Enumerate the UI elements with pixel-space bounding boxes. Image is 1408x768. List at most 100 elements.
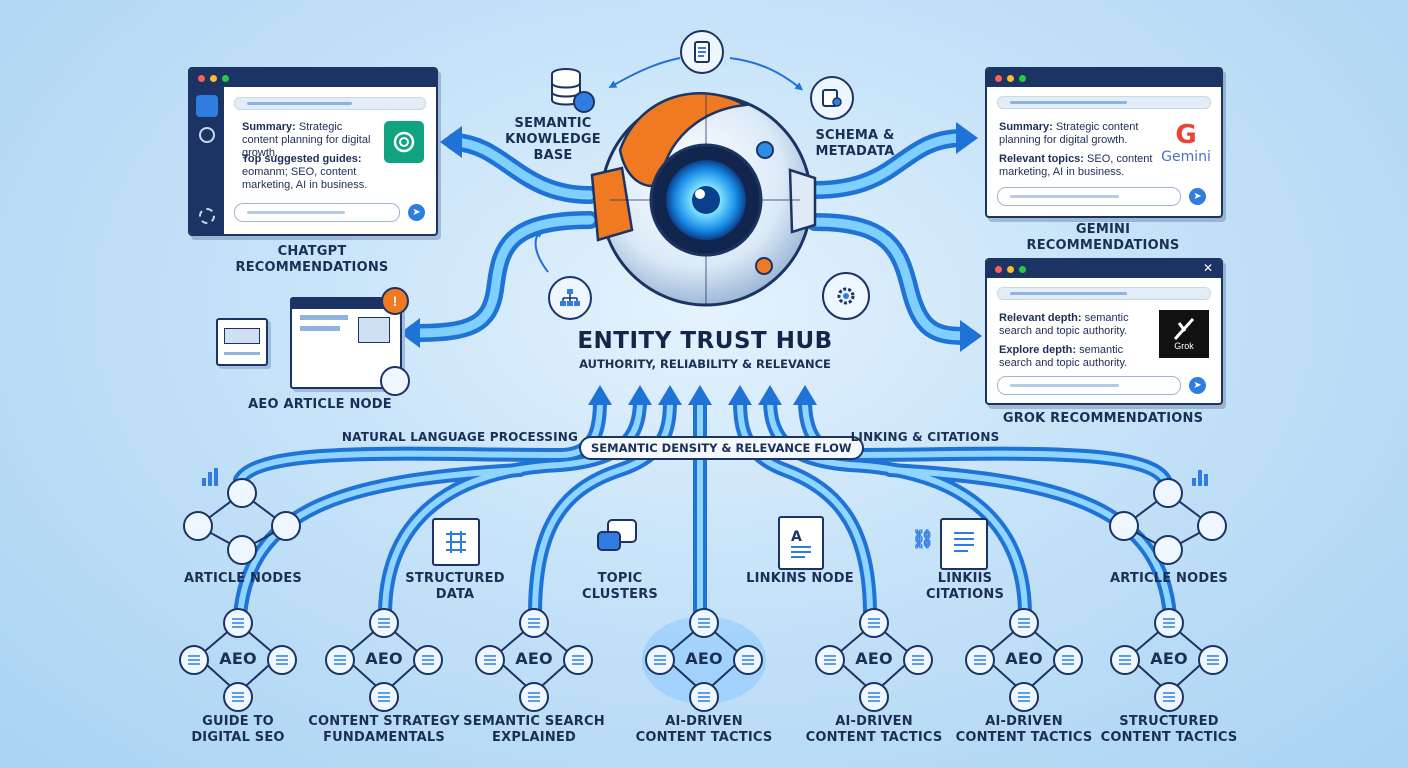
grok-input-row: ➤ [997, 376, 1206, 395]
aeo-article-node-label: AEO ARTICLE NODE [248, 397, 392, 412]
gemini-input-row: ➤ [997, 187, 1206, 206]
grok-logo-icon: Grok [1159, 310, 1209, 358]
guides-text: eomanm; SEO, content marketing, AI in bu… [242, 166, 368, 191]
guides-title: Top suggested guides: [242, 153, 362, 165]
aeo-cluster-center: AEO [855, 649, 893, 668]
nlp-label: NATURAL LANGUAGE PROCESSING [341, 430, 579, 444]
chatgpt-input[interactable] [234, 203, 400, 222]
structured-data-icon [432, 518, 480, 566]
aeo-cluster-graph [475, 608, 593, 712]
aeo-cluster-center: AEO [219, 649, 257, 668]
topics-title: Relevant topics: [999, 153, 1084, 165]
linking-citations-label: LINKING & CITATIONS [850, 430, 1000, 444]
schema-metadata-label: SCHEMA & METADATA [815, 128, 895, 159]
sitemap-icon [548, 276, 592, 320]
gemini-label: Gemini RECOMMENDATIONS [1026, 222, 1180, 253]
article-nodes-left [183, 478, 301, 565]
document-icon [680, 30, 724, 74]
summary-title: Summary: [999, 121, 1053, 133]
article-nodes-right-label: ARTICLE NODES [1110, 571, 1228, 586]
aeo-cluster-graph [325, 608, 443, 712]
aeo-cluster-label: AI-DRIVEN CONTENT TACTICS [955, 714, 1093, 745]
entity-trust-hub-orb [590, 92, 817, 307]
depth1-title: Relevant depth: [999, 312, 1082, 324]
send-icon[interactable]: ➤ [408, 204, 425, 221]
close-icon[interactable]: ✕ [1202, 261, 1213, 275]
gemini-recommendations-window: Summary: Strategic content planning for … [985, 67, 1223, 218]
gemini-input[interactable] [997, 187, 1181, 206]
send-icon[interactable]: ➤ [1189, 377, 1206, 394]
aeo-cluster-center: AEO [365, 649, 403, 668]
gemini-topics: Relevant topics: SEO, content marketing,… [999, 153, 1159, 179]
chatgpt-guides: Top suggested guides: eomanm; SEO, conte… [242, 153, 382, 192]
gemini-logo-icon: G Gemini [1159, 117, 1213, 169]
aeo-cluster-center: AEO [1150, 649, 1188, 668]
window-titlebar [987, 69, 1221, 87]
depth2-title: Explore depth: [999, 344, 1077, 356]
settings-icon[interactable] [199, 208, 215, 224]
window-titlebar [190, 69, 436, 87]
depth2-text: semantic search and topic authority. [999, 344, 1128, 369]
gemini-summary: Summary: Strategic content planning for … [999, 121, 1149, 147]
google-g-logo: G [1175, 120, 1197, 150]
search-icon[interactable] [199, 127, 215, 143]
grok-recommendations-window: ✕ Relevant depth: semantic search and to… [985, 258, 1223, 405]
linkiis-citations-label: LINKIIS CITATIONS [925, 571, 1005, 602]
aeo-cluster-graph [815, 608, 933, 712]
aeo-cluster-center: AEO [685, 649, 723, 668]
summary-text: Strategic content planning for digital g… [242, 121, 371, 159]
link-icon: ⛓ [911, 528, 935, 549]
svg-text:A: A [791, 529, 802, 545]
aeo-cluster-graph [642, 608, 766, 712]
grok-depth-1: Relevant depth: semantic search and topi… [999, 312, 1155, 338]
summary-text: Strategic content planning for digital g… [999, 121, 1139, 146]
grok-address-bar[interactable] [997, 287, 1211, 300]
grok-label: Grok RECOMMENDATIONS [1002, 411, 1204, 426]
chart-icon [1192, 470, 1208, 486]
chatgpt-input-row: ➤ [234, 203, 425, 222]
aeo-cluster-label: SEMANTIC SEARCH EXPLAINED [463, 714, 605, 745]
citations-document-icon [940, 518, 988, 570]
grok-depth-2: Explore depth: semantic search and topic… [999, 344, 1155, 370]
aeo-cluster-label: AI-DRIVEN CONTENT TACTICS [635, 714, 773, 745]
window-titlebar: ✕ [987, 260, 1221, 278]
aeo-cluster-label: GUIDE TO DIGITAL SEO [191, 714, 285, 745]
chatgpt-address-bar[interactable] [234, 97, 426, 110]
alert-icon: ! [381, 287, 409, 315]
user-icon[interactable] [196, 95, 218, 117]
user-avatar-icon [380, 366, 410, 396]
send-icon[interactable]: ➤ [1189, 188, 1206, 205]
hub-cycle-arrows [534, 57, 804, 273]
gemini-wordmark: Gemini [1161, 149, 1211, 165]
hub-output-flows [400, 122, 982, 352]
chart-icon [202, 468, 218, 486]
semantic-density-flow-pill: SEMANTIC DENSITY & RELEVANCE FLOW [579, 436, 864, 460]
aeo-cluster-center: AEO [1005, 649, 1043, 668]
chatgpt-logo-icon [384, 121, 424, 163]
semantic-knowledge-base-label: SEMANTIC KNOWLEDGE BASE [505, 116, 601, 163]
article-page [290, 297, 402, 389]
schema-settings-icon [810, 76, 854, 120]
topic-clusters-chat-icon [596, 518, 642, 558]
database-icon [548, 66, 596, 116]
grok-input[interactable] [997, 376, 1181, 395]
grok-wordmark: Grok [1174, 341, 1194, 351]
aeo-cluster-center: AEO [515, 649, 553, 668]
gemini-address-bar[interactable] [997, 96, 1211, 109]
chatgpt-summary: Summary: Strategic content planning for … [242, 121, 378, 160]
linkins-node-label: LINKINS NODE [746, 571, 854, 586]
aeo-cluster-label: AI-DRIVEN CONTENT TACTICS [805, 714, 943, 745]
article-nodes-right [1109, 478, 1227, 565]
gear-icon [822, 272, 870, 320]
topic-clusters-label: TOPIC CLUSTERS [581, 571, 658, 602]
aeo-cluster-label: STRUCTURED CONTENT TACTICS [1100, 714, 1238, 745]
aeo-cluster-graph [965, 608, 1083, 712]
linkins-document-icon: A [778, 516, 824, 570]
topics-text: SEO, content marketing, AI in business. [999, 153, 1153, 178]
chatgpt-recommendations-window: Summary: Strategic content planning for … [188, 67, 438, 236]
summary-title: Summary: [242, 121, 296, 133]
aeo-cluster-graph [179, 608, 297, 712]
aeo-cluster-label: CONTENT STRATEGY FUNDAMENTALS [308, 714, 460, 745]
hub-title: ENTITY TRUST HUB [577, 328, 833, 354]
